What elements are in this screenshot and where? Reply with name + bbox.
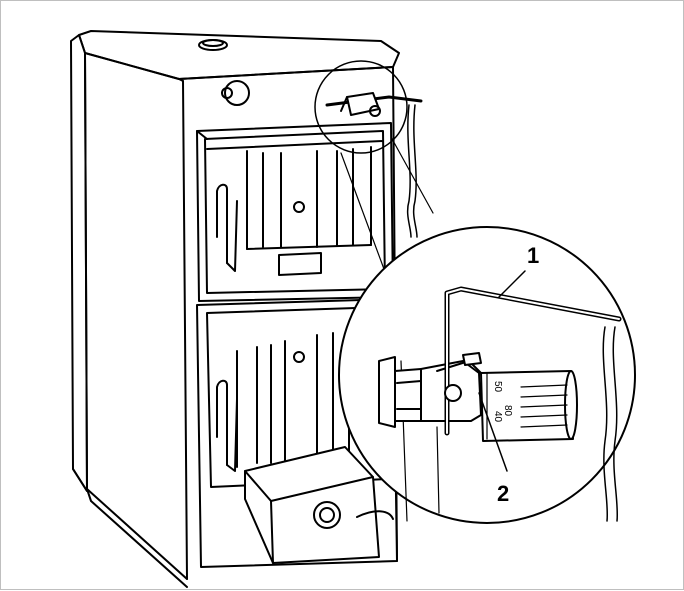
chain-small bbox=[406, 104, 418, 238]
callout-1: 1 bbox=[527, 243, 539, 268]
magnified-detail: 80 50 40 bbox=[338, 226, 636, 524]
zoom-line-upper bbox=[390, 136, 434, 214]
dial-scale-80: 80 bbox=[502, 405, 513, 417]
upper-door bbox=[196, 122, 394, 302]
regulator-small bbox=[314, 60, 423, 154]
dial-scale-40: 40 bbox=[492, 411, 503, 423]
dial-scale-50: 50 bbox=[492, 381, 503, 393]
callout-2: 2 bbox=[497, 481, 509, 506]
